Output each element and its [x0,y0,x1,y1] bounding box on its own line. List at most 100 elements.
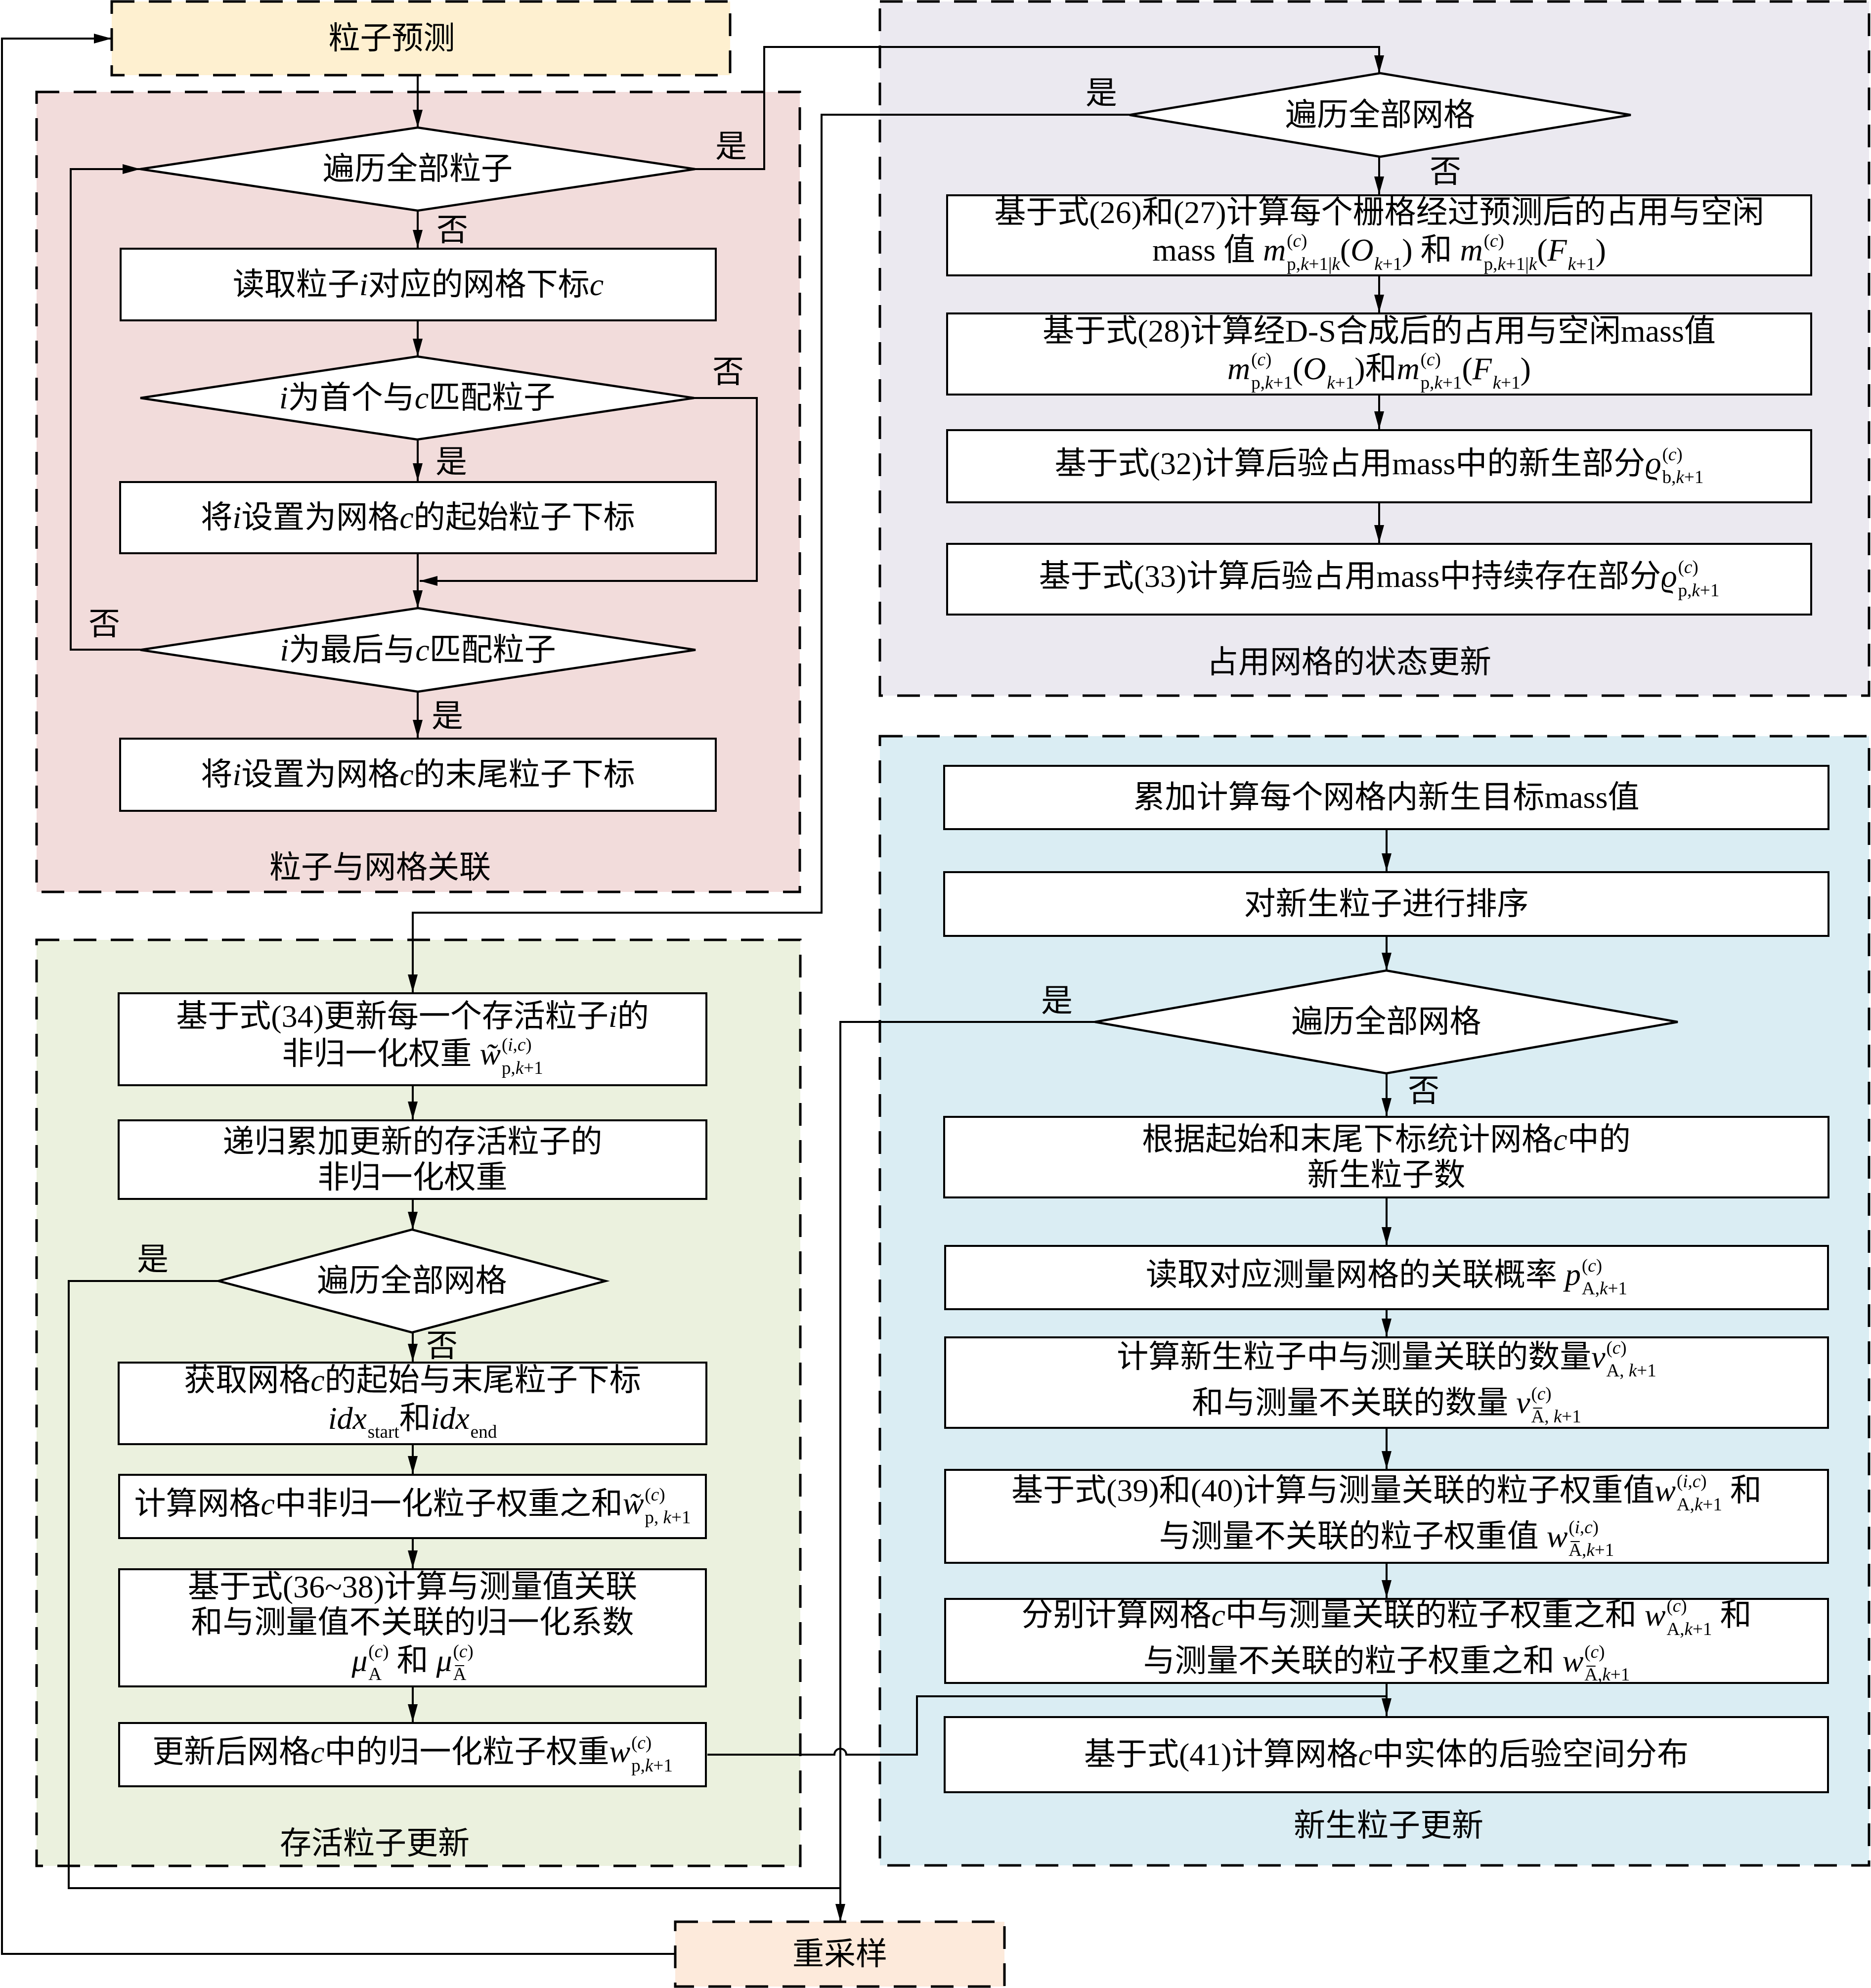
text-run: ) [1595,232,1606,268]
math-superscript: (c) [1287,230,1340,253]
math-index-text: ) [1620,1337,1627,1358]
math-index-text: ) [1676,444,1683,465]
text-line: 基于式(41)计算网格c中实体的后验空间分布 [1084,1737,1689,1772]
text-run: 和 [1712,1597,1752,1633]
math-superscript: (c) [453,1640,473,1663]
math-index-text: ( [631,1732,638,1753]
math-symbol: m(c)p,k+1 [1227,350,1293,393]
text-line: 基于式(39)和(40)计算与测量关联的粒子权重值w(i,c)A,k+1 和 [1011,1470,1762,1516]
math-base: O [1303,351,1326,387]
text-run: mass 值 [1152,232,1263,268]
text-run: 将 [201,757,233,793]
math-variable: i [279,380,288,416]
math-index-text: ( [1676,1471,1683,1492]
math-scripts: (c)A̅, k+1 [1531,1383,1581,1429]
decision-traverse-all-grids-survival: 遍历全部网格 [218,1230,606,1332]
connector-survival-traverse-yes [68,1280,840,1889]
text-run: )和 [1354,351,1397,387]
math-index-text: +1 [1608,1279,1627,1299]
text-run: 读取粒子 [232,266,359,302]
decision-is-last-match: i为最后与c匹配粒子 [140,608,696,692]
node-text: 基于式(33)计算后验占用mass中持续存在部分ϱ(c)p,k+1 [1039,556,1720,602]
math-superscript: (c) [1582,1255,1627,1278]
math-index-text: A̅, [1568,1540,1587,1561]
math-index-text: p, [1678,580,1692,601]
math-superscript [1374,230,1402,253]
math-scripts: end [471,1398,497,1444]
math-subscript: A, k+1 [1606,1360,1656,1382]
math-symbol: v(c)A, k+1 [1591,1337,1656,1381]
math-superscript: (c) [631,1732,673,1755]
math-index-text: A [368,1664,382,1685]
math-subscript: start [368,1421,399,1444]
math-subscript: p,k+1 [1421,372,1462,395]
text-run: 和 [399,1400,431,1436]
text-line: mass 值 m(c)p,k+1|k(O k+1) 和 m(c)p,k+1|k(… [994,230,1764,276]
math-scripts: (c)A̅ [453,1640,473,1686]
math-index-text: +1| [1505,254,1529,274]
node-text: 重采样 [792,1937,887,1972]
math-index-text: A̅, [1531,1406,1554,1427]
math-index-text: +1 [653,1756,673,1776]
math-base: w̃ [479,1036,501,1072]
process-normalized-weights: 更新后网格c中的归一化粒子权重w(c)p,k+1 [118,1722,707,1787]
math-symbol: ϱ(c)p,k+1 [1661,557,1719,600]
node-text: 递归累加更新的存活粒子的非归一化权重 [223,1124,603,1195]
math-index-variable: c [517,1035,526,1056]
connector-is-first-no-bypass [420,397,758,586]
node-text: 读取粒子i对应的网格下标c [233,267,604,303]
text-run: 非归一化权重 [317,1159,508,1195]
math-subscript: k+1 [1493,372,1521,395]
math-scripts: k+1 [1568,230,1596,276]
text-line: 非归一化权重 [223,1160,603,1195]
math-variable: c [414,380,429,416]
branch-label-no: 否 [1430,154,1461,189]
math-scripts: (c)b,k+1 [1662,443,1704,489]
math-scripts: (c)p,k+1 [1251,349,1293,395]
math-subscript: p,k+1 [631,1755,673,1777]
math-index-text: +1 [1273,372,1293,393]
connector-traverse-particles-yes [694,46,1384,170]
node-text: 将i设置为网格c的末尾粒子下标 [201,757,635,793]
text-line: 基于式(36~38)计算与测量值关联 [188,1569,637,1605]
math-superscript [1568,230,1596,253]
text-line: 遍历全部网格 [317,1263,507,1299]
text-line: 非归一化权重 w̃(i,c)p,k+1 [176,1034,649,1080]
diamond-shape [140,128,695,211]
math-index-text: ) [1596,1255,1603,1276]
math-symbol: p(c)A,k+1 [1565,1255,1627,1299]
math-base: ϱ [1645,445,1661,481]
math-superscript [1327,349,1354,371]
text-line: 重采样 [792,1937,887,1972]
math-scripts: (c)p,k+1|k [1484,230,1537,276]
math-superscript: (c) [1584,1641,1630,1664]
math-base: m [1263,232,1286,268]
process-persistent-part: 基于式(33)计算后验占用mass中持续存在部分ϱ(c)p,k+1 [946,543,1812,616]
math-superscript: (i,c) [1568,1516,1614,1539]
math-index-variable: c [651,1484,659,1505]
node-text: 更新后网格c中的归一化粒子权重w(c)p,k+1 [152,1732,673,1778]
math-scripts: k+1 [1327,349,1354,395]
text-run: 中非归一化粒子权重之和 [274,1486,623,1521]
text-run: 将 [201,500,233,535]
math-superscript: (c) [1251,349,1293,371]
node-text: 根据起始和末尾下标统计网格c中的新生粒子数 [1142,1122,1630,1193]
process-update-surviving-weights: 基于式(34)更新每一个存活粒子i的非归一化权重 w̃(i,c)p,k+1 [118,992,707,1086]
math-superscript: (c) [1606,1337,1656,1360]
math-symbol: F k+1 [1548,232,1596,274]
math-subscript: end [471,1421,497,1444]
math-base: F [1472,351,1492,387]
math-index-text: ) [645,1732,652,1753]
math-index-variable: c [374,1641,383,1662]
math-index-text: ( [1666,1596,1673,1617]
section-title-newborn: 新生粒子更新 [1294,1808,1483,1843]
branch-label-no: 否 [88,607,120,642]
section-title-association: 粒子与网格关联 [269,850,491,885]
text-run: ( [1462,351,1473,387]
math-base: O [1350,232,1374,268]
